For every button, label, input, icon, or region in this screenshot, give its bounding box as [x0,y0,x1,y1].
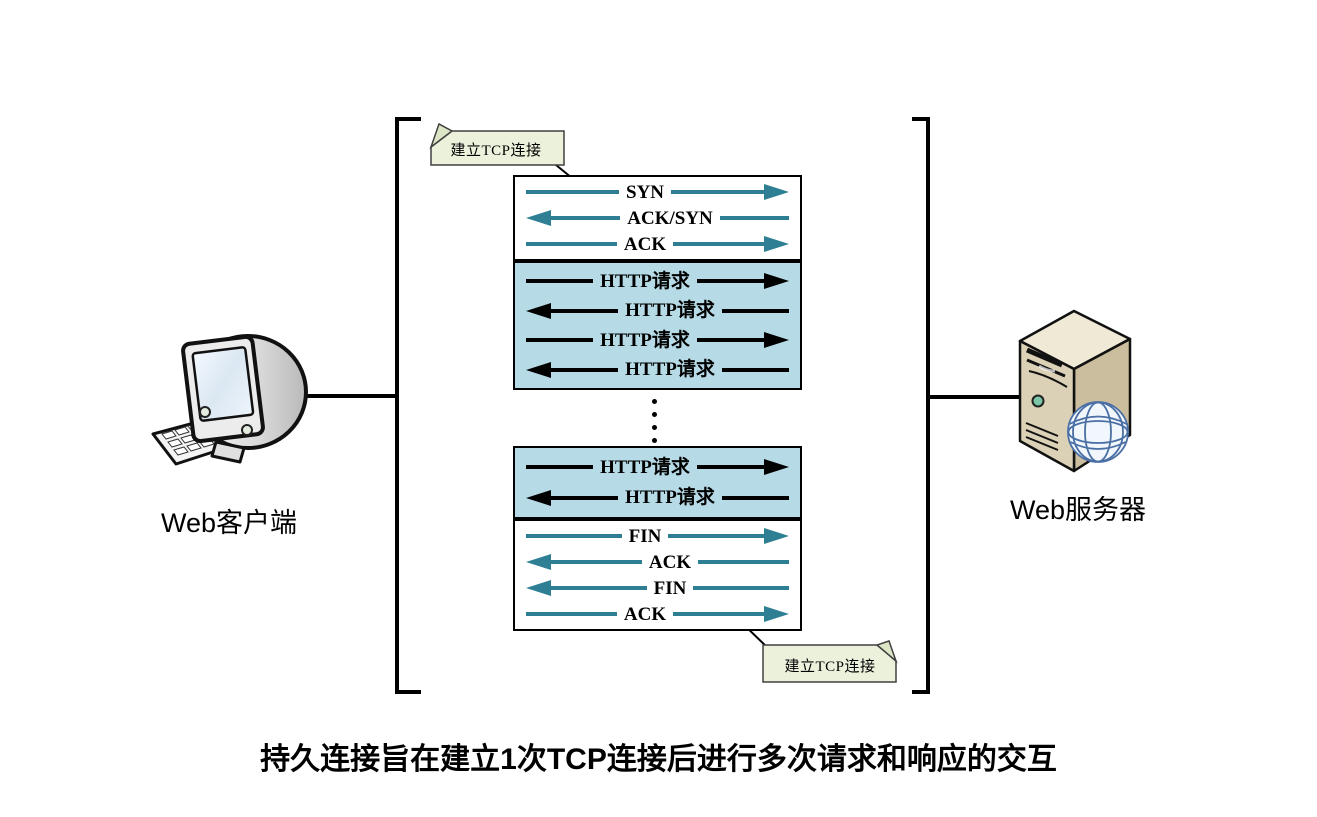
dot [652,412,657,417]
message-arrow-http: HTTP请求 [526,456,790,478]
http-requests-box-1: HTTP请求 HTTP请求 HTTP请求 HTTP请求 [513,261,802,390]
arrow-line [526,190,619,194]
message-label: SYN [626,181,665,203]
arrow-line [551,367,619,372]
tcp-teardown-note: 建立TCP连接 [760,639,900,685]
message-label: ACK/SYN [627,207,713,229]
arrow-line [526,338,594,343]
arrowhead-right-icon [764,528,790,544]
arrowhead-right-icon [764,184,790,200]
dot [652,399,657,404]
message-label: HTTP请求 [625,487,715,509]
arrow-line [698,560,790,564]
note-shape [762,640,898,683]
arrowhead-left-icon [526,489,551,506]
arrowhead-right-icon [764,606,790,622]
tcp-setup-note: 建立TCP连接 [426,122,566,168]
arrow-line [721,308,790,313]
arrow-line [696,279,765,284]
arrow-line [551,586,647,590]
arrowhead-right-icon [764,459,790,476]
message-arrow-http: HTTP请求 [526,329,790,351]
arrow-line [526,612,617,616]
arrow-line [526,279,594,284]
message-arrow-syn: SYN [526,181,790,203]
message-label: HTTP请求 [600,270,690,292]
note-text: 建立TCP连接 [784,659,876,675]
tcp-teardown-box: FIN ACK FIN ACK [513,519,802,631]
arrow-line [526,465,594,470]
dot [652,438,657,443]
right-bracket [912,117,930,694]
dot [652,425,657,430]
message-label: ACK [623,603,667,625]
arrow-line [551,308,619,313]
message-arrow-acksyn: ACK/SYN [526,207,790,229]
arrowhead-left-icon [526,210,551,226]
arrow-line [696,465,765,470]
left-bracket [395,117,421,694]
server-tower-icon [1018,309,1132,473]
ellipsis-dots [652,399,657,443]
globe-icon [1067,401,1129,463]
arrow-line [719,216,790,220]
message-label: FIN [653,577,687,599]
message-arrow-http: HTTP请求 [526,300,790,322]
client-label: Web客户端 [160,508,298,538]
message-arrow-fin: FIN [526,577,790,599]
arrow-line [696,338,765,343]
note-text: 建立TCP连接 [450,143,542,159]
message-arrow-http: HTTP请求 [526,487,790,509]
arrow-line [693,586,790,590]
diagram-caption: 持久连接旨在建立1次TCP连接后进行多次请求和响应的交互 [260,743,1057,776]
arrow-line [673,612,765,616]
arrow-line [671,190,765,194]
arrow-line [526,242,617,246]
arrow-line [551,495,619,500]
arrowhead-left-icon [526,554,551,570]
tcp-setup-box: SYN ACK/SYN ACK [513,175,802,261]
note-shape [429,122,565,166]
message-label: FIN [628,525,662,547]
message-label: HTTP请求 [625,359,715,381]
arrow-line [721,495,790,500]
message-label: ACK [648,551,692,573]
arrow-line [551,216,621,220]
message-label: HTTP请求 [625,300,715,322]
arrowhead-left-icon [526,580,551,596]
arrowhead-right-icon [764,332,790,349]
message-arrow-fin: FIN [526,525,790,547]
http-requests-box-2: HTTP请求 HTTP请求 [513,446,802,519]
arrow-line [526,534,622,538]
message-arrow-ack: ACK [526,551,790,573]
message-arrow-http: HTTP请求 [526,359,790,381]
arrow-line [673,242,765,246]
arrow-line [668,534,765,538]
message-label: HTTP请求 [600,456,690,478]
arrowhead-right-icon [764,236,790,252]
message-arrow-ack: ACK [526,233,790,255]
client-computer-icon [151,334,308,466]
message-arrow-http: HTTP请求 [526,270,790,292]
message-arrow-ack: ACK [526,603,790,625]
arrowhead-left-icon [526,361,551,378]
crt-monitor [181,334,308,464]
arrow-line [721,367,790,372]
note-fold-icon [429,122,454,150]
arrowhead-left-icon [526,302,551,319]
arrowhead-right-icon [764,273,790,290]
note-fold-icon [875,640,898,664]
server-label: Web服务器 [1009,495,1147,525]
message-label: HTTP请求 [600,329,690,351]
arrow-line [551,560,642,564]
message-label: ACK [623,233,667,255]
